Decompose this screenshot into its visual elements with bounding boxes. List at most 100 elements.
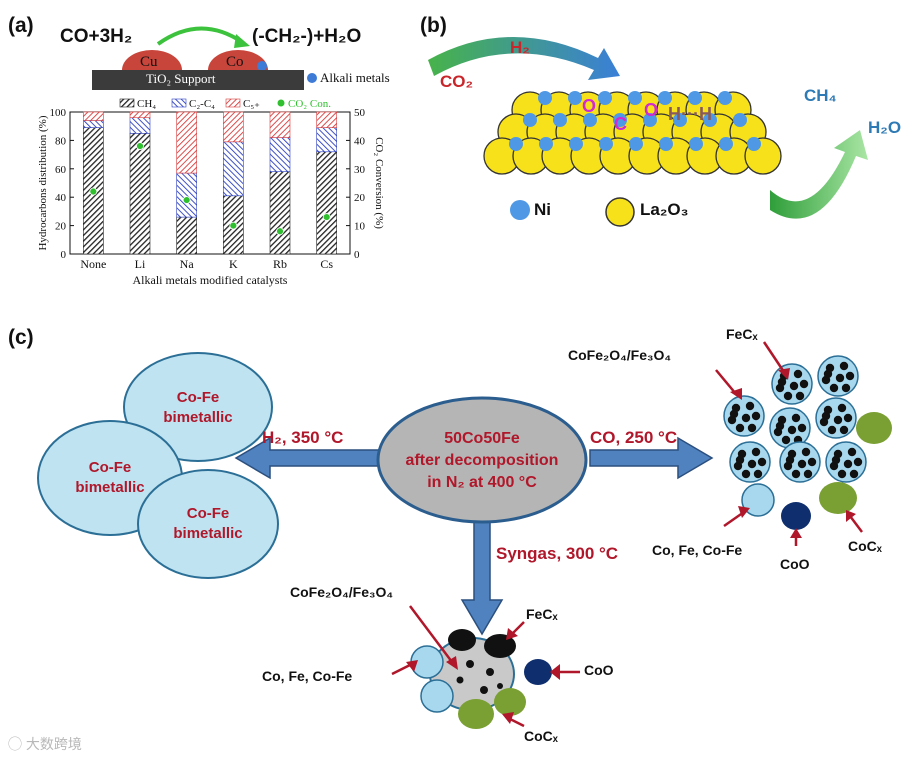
- fecx-dot: [795, 391, 805, 401]
- support-label: TiO₂ Support: [146, 71, 216, 86]
- fecx-dot: [829, 383, 839, 393]
- bottom-fecx-label: FeCₓ: [526, 606, 558, 622]
- ni-atom: [569, 137, 583, 151]
- fecx-dot: [793, 369, 803, 379]
- plot-frame: [69, 111, 351, 255]
- ch4-outflow-arrow: [770, 130, 868, 219]
- molecule-carbon: C: [614, 114, 627, 134]
- alkali-dot: [257, 61, 267, 71]
- reaction-products: (-CH₂-)+H₂O: [252, 26, 362, 47]
- ni-atom: [598, 91, 612, 105]
- right-cofe-label: Co, Fe, Co-Fe: [652, 542, 743, 558]
- fecx-dot: [787, 425, 797, 435]
- ni-atom: [613, 113, 627, 127]
- bar-segment: [269, 111, 291, 138]
- right-coo-label: CoO: [780, 556, 810, 572]
- fecx-dot: [835, 373, 845, 383]
- fecx-dot: [735, 455, 745, 465]
- ni-atom: [599, 137, 613, 151]
- y2-axis-label: CO₂ Conversion (%): [373, 137, 385, 229]
- ni-atom: [733, 113, 747, 127]
- y-tick-label: 80: [55, 135, 67, 147]
- fecx-dot: [843, 459, 853, 469]
- h2-inflow-arrow: [428, 36, 620, 80]
- co-condition-label: CO, 250 °C: [590, 428, 678, 447]
- ni-atom: [583, 113, 597, 127]
- bimetallic-top-text: Co-Fe bimetallic: [148, 388, 248, 428]
- molecule-hydrogen: H···H: [668, 104, 712, 124]
- fecx-dot: [753, 469, 763, 479]
- ni-atom: [553, 113, 567, 127]
- h2o-label: H₂O: [868, 118, 902, 137]
- bar-segment: [223, 141, 244, 197]
- co2-label: CO₂: [440, 72, 474, 91]
- fecx-dot: [747, 459, 757, 469]
- y2-tick-label: 40: [354, 135, 366, 147]
- fecx-dot: [847, 447, 857, 457]
- legend-swatch: [225, 98, 241, 108]
- fecx-dot: [791, 413, 801, 423]
- bar-segment: [269, 137, 291, 172]
- ni-atom: [703, 113, 717, 127]
- co2-conversion-point: [276, 227, 284, 236]
- bimetallic-top-line2: bimetallic: [163, 409, 233, 426]
- pointer-cofe-right: [723, 510, 745, 528]
- fecx-dot: [807, 457, 817, 467]
- co2-conversion-point: [229, 221, 238, 230]
- right-fecx-label: FeCₓ: [726, 326, 758, 342]
- pointer-cofe-bottom: [391, 662, 413, 676]
- cu-label: Cu: [140, 54, 158, 70]
- right-cocx-label: CoCₓ: [848, 538, 882, 554]
- legend-label: CH₄: [137, 98, 156, 110]
- fecx-particle-bottom-1: [448, 629, 476, 651]
- right-spinel-label: CoFe₂O₄/Fe₃O₄: [568, 347, 672, 363]
- alkali-legend-label: Alkali metals: [320, 70, 390, 85]
- bimetallic-top-line1: Co-Fe: [176, 389, 220, 406]
- fecx-dot: [741, 469, 751, 479]
- ni-atom: [523, 113, 537, 127]
- bar-segment: [176, 111, 197, 174]
- fecx-dot: [845, 371, 855, 381]
- bar-segment: [176, 172, 197, 218]
- molecule-oxygen-right: O: [644, 100, 659, 120]
- y-tick-label: 0: [61, 249, 67, 261]
- fecx-dot: [791, 469, 801, 479]
- y-tick-label: 20: [55, 221, 67, 233]
- syngas-condition-label: Syngas, 300 °C: [496, 544, 619, 563]
- ni-legend-icon: [510, 200, 530, 220]
- fecx-dot: [799, 379, 809, 389]
- tio2-support: [92, 70, 304, 90]
- bimetallic-particle-top: [123, 352, 273, 462]
- watermark: ◯ 大数跨境: [8, 734, 82, 754]
- fecx-dot: [843, 413, 853, 423]
- panel-a-label: (a): [8, 14, 34, 37]
- parent-catalyst-line2: after decomposition: [405, 452, 559, 469]
- ni-atom: [747, 137, 761, 151]
- fe-dot-3: [456, 676, 464, 684]
- bottom-spinel-label: CoFe₂O₄/Fe₃O₄: [290, 584, 394, 600]
- fecx-dot: [839, 361, 849, 371]
- ni-atom: [629, 137, 643, 151]
- ni-atom: [568, 91, 582, 105]
- co2-conversion-point: [182, 196, 191, 204]
- coo-particle-bottom: [524, 659, 552, 685]
- bar-segment: [129, 132, 151, 255]
- fecx-dot: [837, 469, 847, 479]
- bimetallic-left-text: Co-Fe bimetallic: [60, 458, 160, 498]
- fecx-dot: [781, 435, 791, 445]
- y2-tick-label: 50: [354, 107, 366, 119]
- fecx-dot: [747, 423, 757, 433]
- fecx-particle-bottom-2: [484, 634, 516, 658]
- fecx-dot: [797, 459, 807, 469]
- fecx-dot: [801, 447, 811, 457]
- ni-atom: [673, 113, 687, 127]
- pointer-fecx-bottom: [511, 621, 525, 635]
- bimetallic-bottom-text: Co-Fe bimetallic: [158, 504, 258, 544]
- x-tick-label: Li: [135, 257, 146, 271]
- ni-atom: [718, 91, 732, 105]
- fecx-dot: [775, 421, 785, 431]
- catalyst-schematic: [92, 26, 317, 90]
- bar-segment: [83, 120, 104, 128]
- fecx-dot: [837, 403, 847, 413]
- cofe-activation-schematic: [37, 341, 892, 729]
